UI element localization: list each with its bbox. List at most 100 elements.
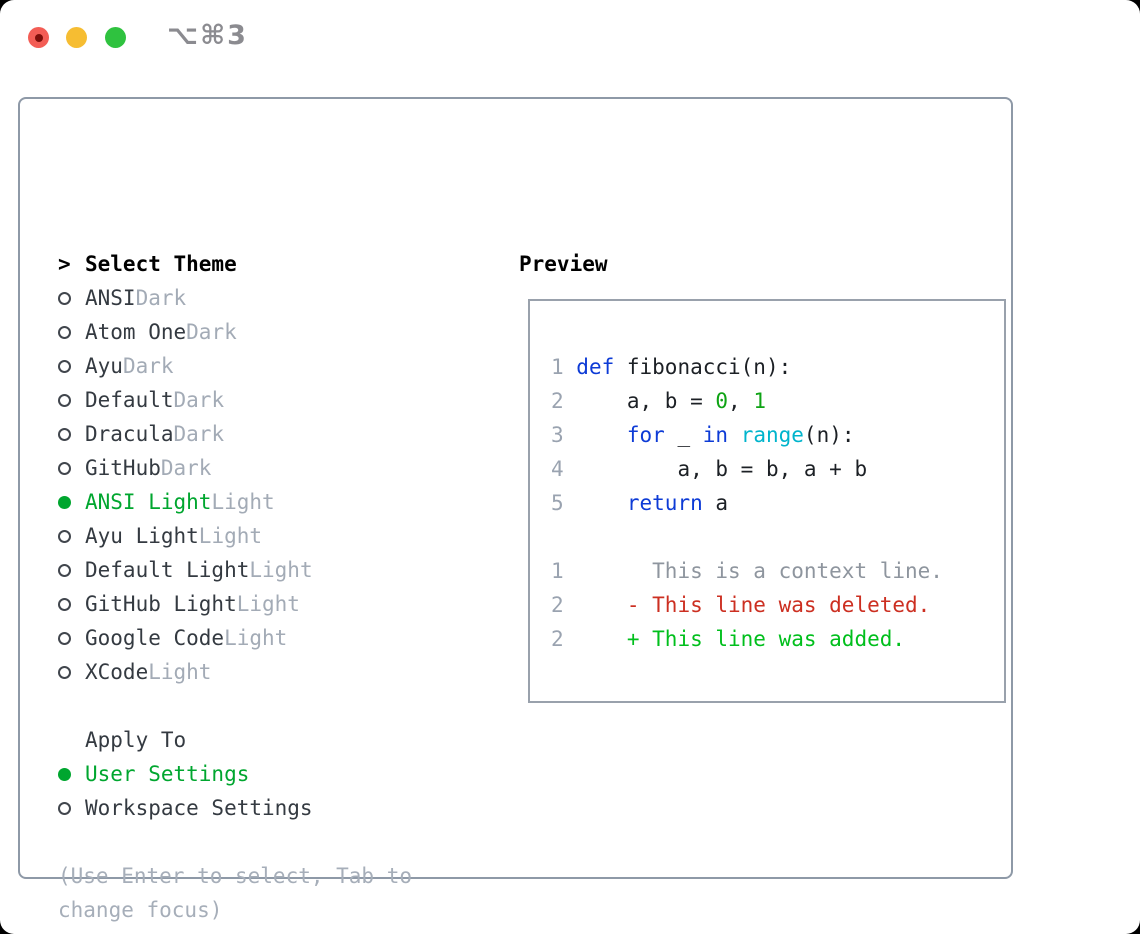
theme-option-xcode[interactable]: XCode Light xyxy=(58,655,488,689)
theme-option-github[interactable]: GitHub Dark xyxy=(58,451,488,485)
apply-option-user-settings[interactable]: User Settings xyxy=(58,757,488,791)
code-line: 4 a, b = b, a + b xyxy=(551,452,1004,486)
theme-option-dracula[interactable]: Dracula Dark xyxy=(58,417,488,451)
theme-option-label: GitHub xyxy=(85,456,161,480)
code-token: def xyxy=(576,355,615,379)
line-number: 2 xyxy=(551,389,577,413)
theme-option-ansi-light[interactable]: ANSI Light Light xyxy=(58,485,488,519)
theme-option-github-light[interactable]: GitHub Light Light xyxy=(58,587,488,621)
theme-variant-label: Dark xyxy=(122,354,174,378)
code-token: in xyxy=(702,423,729,447)
radio-icon xyxy=(58,359,85,373)
apply-option-workspace-settings[interactable]: Workspace Settings xyxy=(58,791,488,825)
code-line: 3 for _ in range(n): xyxy=(551,418,1004,452)
radio-selected-icon xyxy=(58,495,85,509)
theme-variant-label: Dark xyxy=(173,422,225,446)
radio-icon xyxy=(58,665,85,679)
apply-to-header: Apply To xyxy=(58,723,488,757)
theme-variant-label: Light xyxy=(224,626,288,650)
apply-option-label: Workspace Settings xyxy=(85,796,313,820)
theme-variant-label: Dark xyxy=(186,320,237,344)
preview-title: Preview xyxy=(519,252,608,276)
code-token: 1 xyxy=(753,389,766,413)
code-token: fibonacci(n): xyxy=(614,355,792,379)
radio-icon xyxy=(58,393,85,407)
radio-selected-icon xyxy=(58,767,85,781)
line-number: 4 xyxy=(551,457,577,481)
close-modified-dot-icon xyxy=(34,33,43,42)
code-token: return xyxy=(626,491,703,515)
maximize-button[interactable] xyxy=(105,27,126,48)
line-number: 1 xyxy=(551,355,577,379)
code-token: 0 xyxy=(715,389,729,413)
line-number: 5 xyxy=(551,491,577,515)
radio-icon xyxy=(58,597,85,611)
theme-option-label: Default xyxy=(85,388,174,412)
code-token xyxy=(576,423,627,447)
theme-option-ayu[interactable]: Ayu Dark xyxy=(58,349,488,383)
theme-option-google-code[interactable]: Google Code Light xyxy=(58,621,488,655)
code-line: 1 def fibonacci(n): xyxy=(551,350,1004,384)
code-token: This is a context line. xyxy=(576,559,943,583)
radio-icon xyxy=(58,563,85,577)
theme-option-default[interactable]: Default Dark xyxy=(58,383,488,417)
theme-panel-header: > Select Theme xyxy=(58,247,488,281)
theme-option-ayu-light[interactable]: Ayu Light Light xyxy=(58,519,488,553)
code-line: 1 This is a context line. xyxy=(551,554,1004,588)
spacer xyxy=(58,689,488,723)
close-button[interactable] xyxy=(28,27,49,48)
theme-option-ansi[interactable]: ANSI Dark xyxy=(58,281,488,315)
code-token: (n): xyxy=(803,423,855,447)
minimize-button[interactable] xyxy=(66,27,87,48)
code-token: a, b = xyxy=(576,389,716,413)
code-token: , xyxy=(728,389,754,413)
code-token: - This line was deleted. xyxy=(576,593,931,617)
code-token: range xyxy=(740,423,804,447)
theme-variant-label: Dark xyxy=(160,456,212,480)
code-token: for xyxy=(626,423,665,447)
code-token: a xyxy=(702,491,729,515)
code-token: _ xyxy=(664,423,703,447)
hint-text: (Use Enter to select, Tab to change focu… xyxy=(58,864,413,922)
theme-option-label: Dracula xyxy=(85,422,174,446)
theme-option-label: Ayu Light xyxy=(85,524,199,548)
theme-option-default-light[interactable]: Default Light Light xyxy=(58,553,488,587)
code-token: + This line was added. xyxy=(576,627,906,651)
theme-variant-label: Light xyxy=(249,558,313,582)
radio-icon xyxy=(58,631,85,645)
theme-option-label: Atom One xyxy=(85,320,187,344)
theme-option-label: ANSI Light xyxy=(85,490,212,514)
radio-icon xyxy=(58,461,85,475)
theme-variant-label: Dark xyxy=(135,286,187,310)
radio-icon xyxy=(58,529,85,543)
theme-option-atom-one[interactable]: Atom One Dark xyxy=(58,315,488,349)
radio-icon xyxy=(58,801,85,815)
code-line: 2 - This line was deleted. xyxy=(551,588,1004,622)
theme-option-label: GitHub Light xyxy=(85,592,237,616)
theme-panel-title: Select Theme xyxy=(85,252,237,276)
line-number: 1 xyxy=(551,559,577,583)
code-line: 5 return a xyxy=(551,486,1004,520)
theme-variant-label: Light xyxy=(211,490,275,514)
code-token xyxy=(576,491,627,515)
radio-icon xyxy=(58,291,85,305)
apply-option-label: User Settings xyxy=(85,762,250,786)
code-token xyxy=(728,423,741,447)
theme-option-label: Ayu xyxy=(85,354,123,378)
line-number: 3 xyxy=(551,423,577,447)
theme-variant-label: Light xyxy=(198,524,263,548)
theme-variant-label: Light xyxy=(148,660,212,684)
theme-option-label: XCode xyxy=(85,660,149,684)
code-line: 2 + This line was added. xyxy=(551,622,1004,656)
cursor-icon: > xyxy=(58,252,71,276)
code-line: 2 a, b = 0, 1 xyxy=(551,384,1004,418)
apply-to-title: Apply To xyxy=(85,728,187,752)
radio-icon xyxy=(58,325,85,339)
theme-variant-label: Dark xyxy=(173,388,225,412)
window-shortcut-label: ⌥⌘3 xyxy=(167,20,248,51)
